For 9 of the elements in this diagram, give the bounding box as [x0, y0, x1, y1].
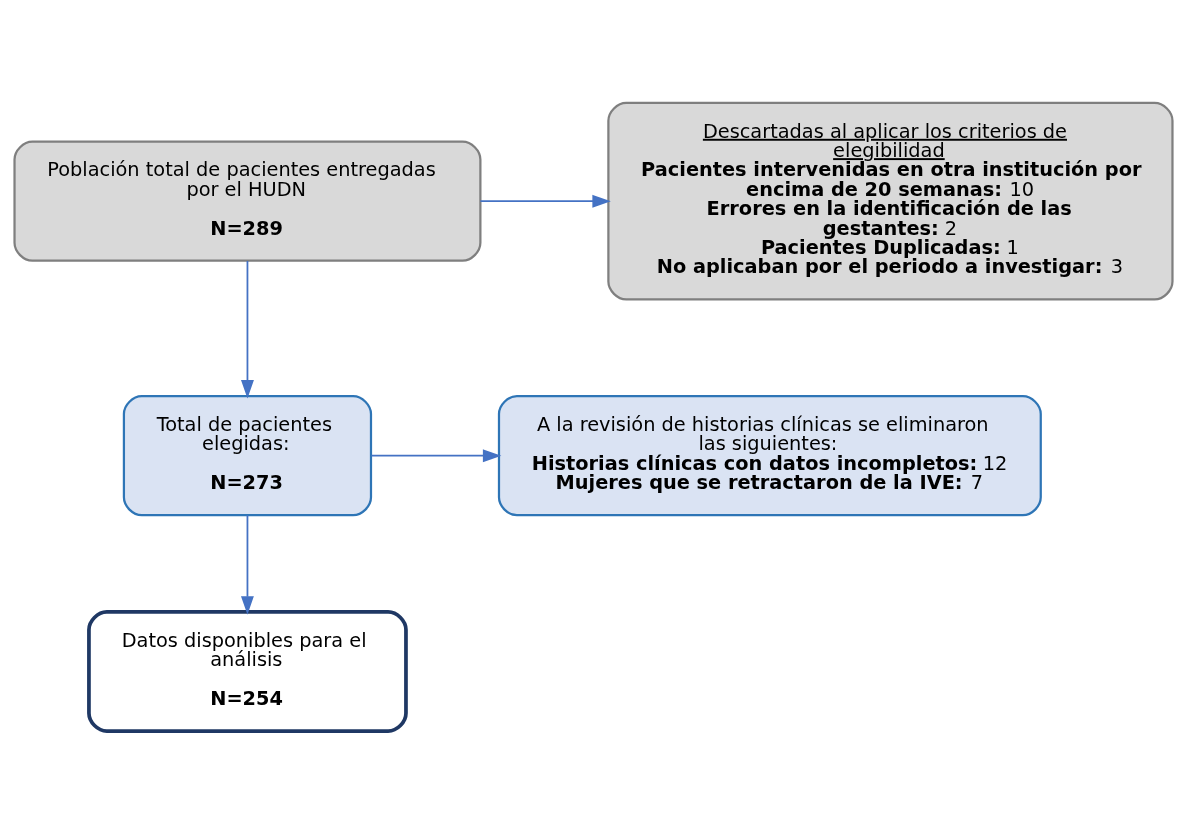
arrow — [240, 513, 254, 615]
node-box: Descartadas al aplicar los criterios de elegibilidad Pacientes intervenidas en otra institución por encima de 20 semanas: 10 Errores en la identificación de las gestantes: 2 Pacientes Duplicadas: 1 No aplicaban por el periodo a investigar: 3 — [607, 101, 1174, 301]
arrow — [370, 448, 502, 462]
arrow — [479, 194, 611, 208]
arrow — [240, 259, 254, 398]
node-box: Población total de pacientes entregadas por el HUDN N=289 — [13, 140, 482, 262]
node-box: A la revisión de historias clínicas se eliminaron las siguientes: Historias clínicas con datos incompletos: 12 Mujeres que se retractaron de la IVE: 7 — [497, 394, 1042, 516]
node-box: Datos disponibles para el análisis N=254 — [87, 609, 408, 733]
node-box: Total de pacientes elegidas: N=273 — [122, 394, 373, 516]
